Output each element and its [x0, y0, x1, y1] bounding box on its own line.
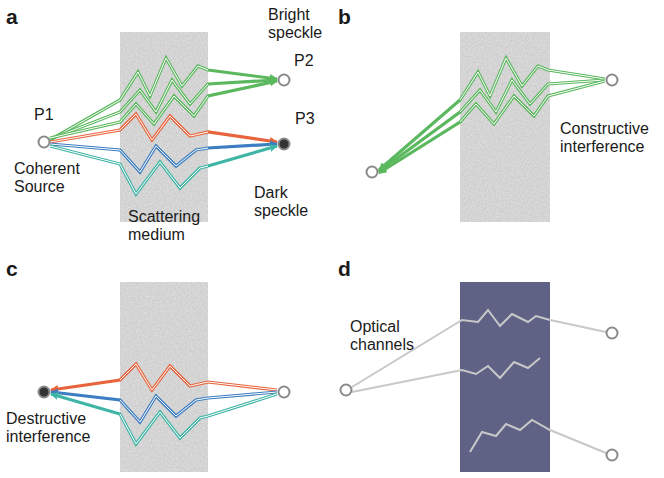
path-outline [50, 81, 277, 138]
focus-point [367, 167, 378, 178]
output-point [607, 328, 618, 339]
source-point [341, 385, 352, 396]
path-outline [50, 80, 277, 139]
light-path [51, 364, 277, 390]
path-core [460, 80, 605, 112]
panel-letter: b [338, 6, 368, 28]
point-label: P3 [295, 110, 335, 128]
path-outline [50, 114, 277, 142]
light-path [50, 114, 277, 142]
panel-letter: d [338, 258, 368, 280]
optical-channel [470, 420, 606, 453]
path-core [120, 394, 277, 444]
dark-point [39, 387, 50, 398]
light-path [50, 146, 277, 194]
interference-label: Constructive interference [560, 120, 660, 156]
medium-texture [120, 282, 208, 472]
point-label: P2 [294, 52, 334, 70]
panel-letter: c [6, 258, 36, 280]
scattering-medium [120, 282, 208, 472]
light-path [50, 58, 277, 140]
bright-point [279, 75, 290, 86]
speckle-label: Dark speckle [254, 184, 334, 220]
path-core [460, 81, 605, 124]
path-core [50, 114, 208, 142]
source-point [607, 75, 618, 86]
channel-label: Optical channels [350, 318, 430, 354]
path-outline [50, 146, 277, 194]
path-outline [51, 364, 277, 390]
path-outline [50, 58, 277, 140]
light-path [50, 81, 277, 138]
optical-channel [352, 358, 540, 392]
channel-medium [460, 282, 550, 472]
panel-letter: a [6, 6, 36, 28]
light-path [50, 80, 277, 139]
medium-label: Scattering medium [128, 208, 218, 244]
interference-label: Destructive interference [6, 410, 106, 446]
path-core [120, 364, 277, 390]
point-label: P1 [34, 106, 74, 124]
points [39, 75, 618, 461]
dark-point [279, 139, 290, 150]
source-point [279, 387, 290, 398]
speckle-label: Bright speckle [268, 6, 348, 42]
source-label: Coherent Source [14, 160, 94, 196]
output-point [607, 450, 618, 461]
source-point [39, 137, 50, 148]
